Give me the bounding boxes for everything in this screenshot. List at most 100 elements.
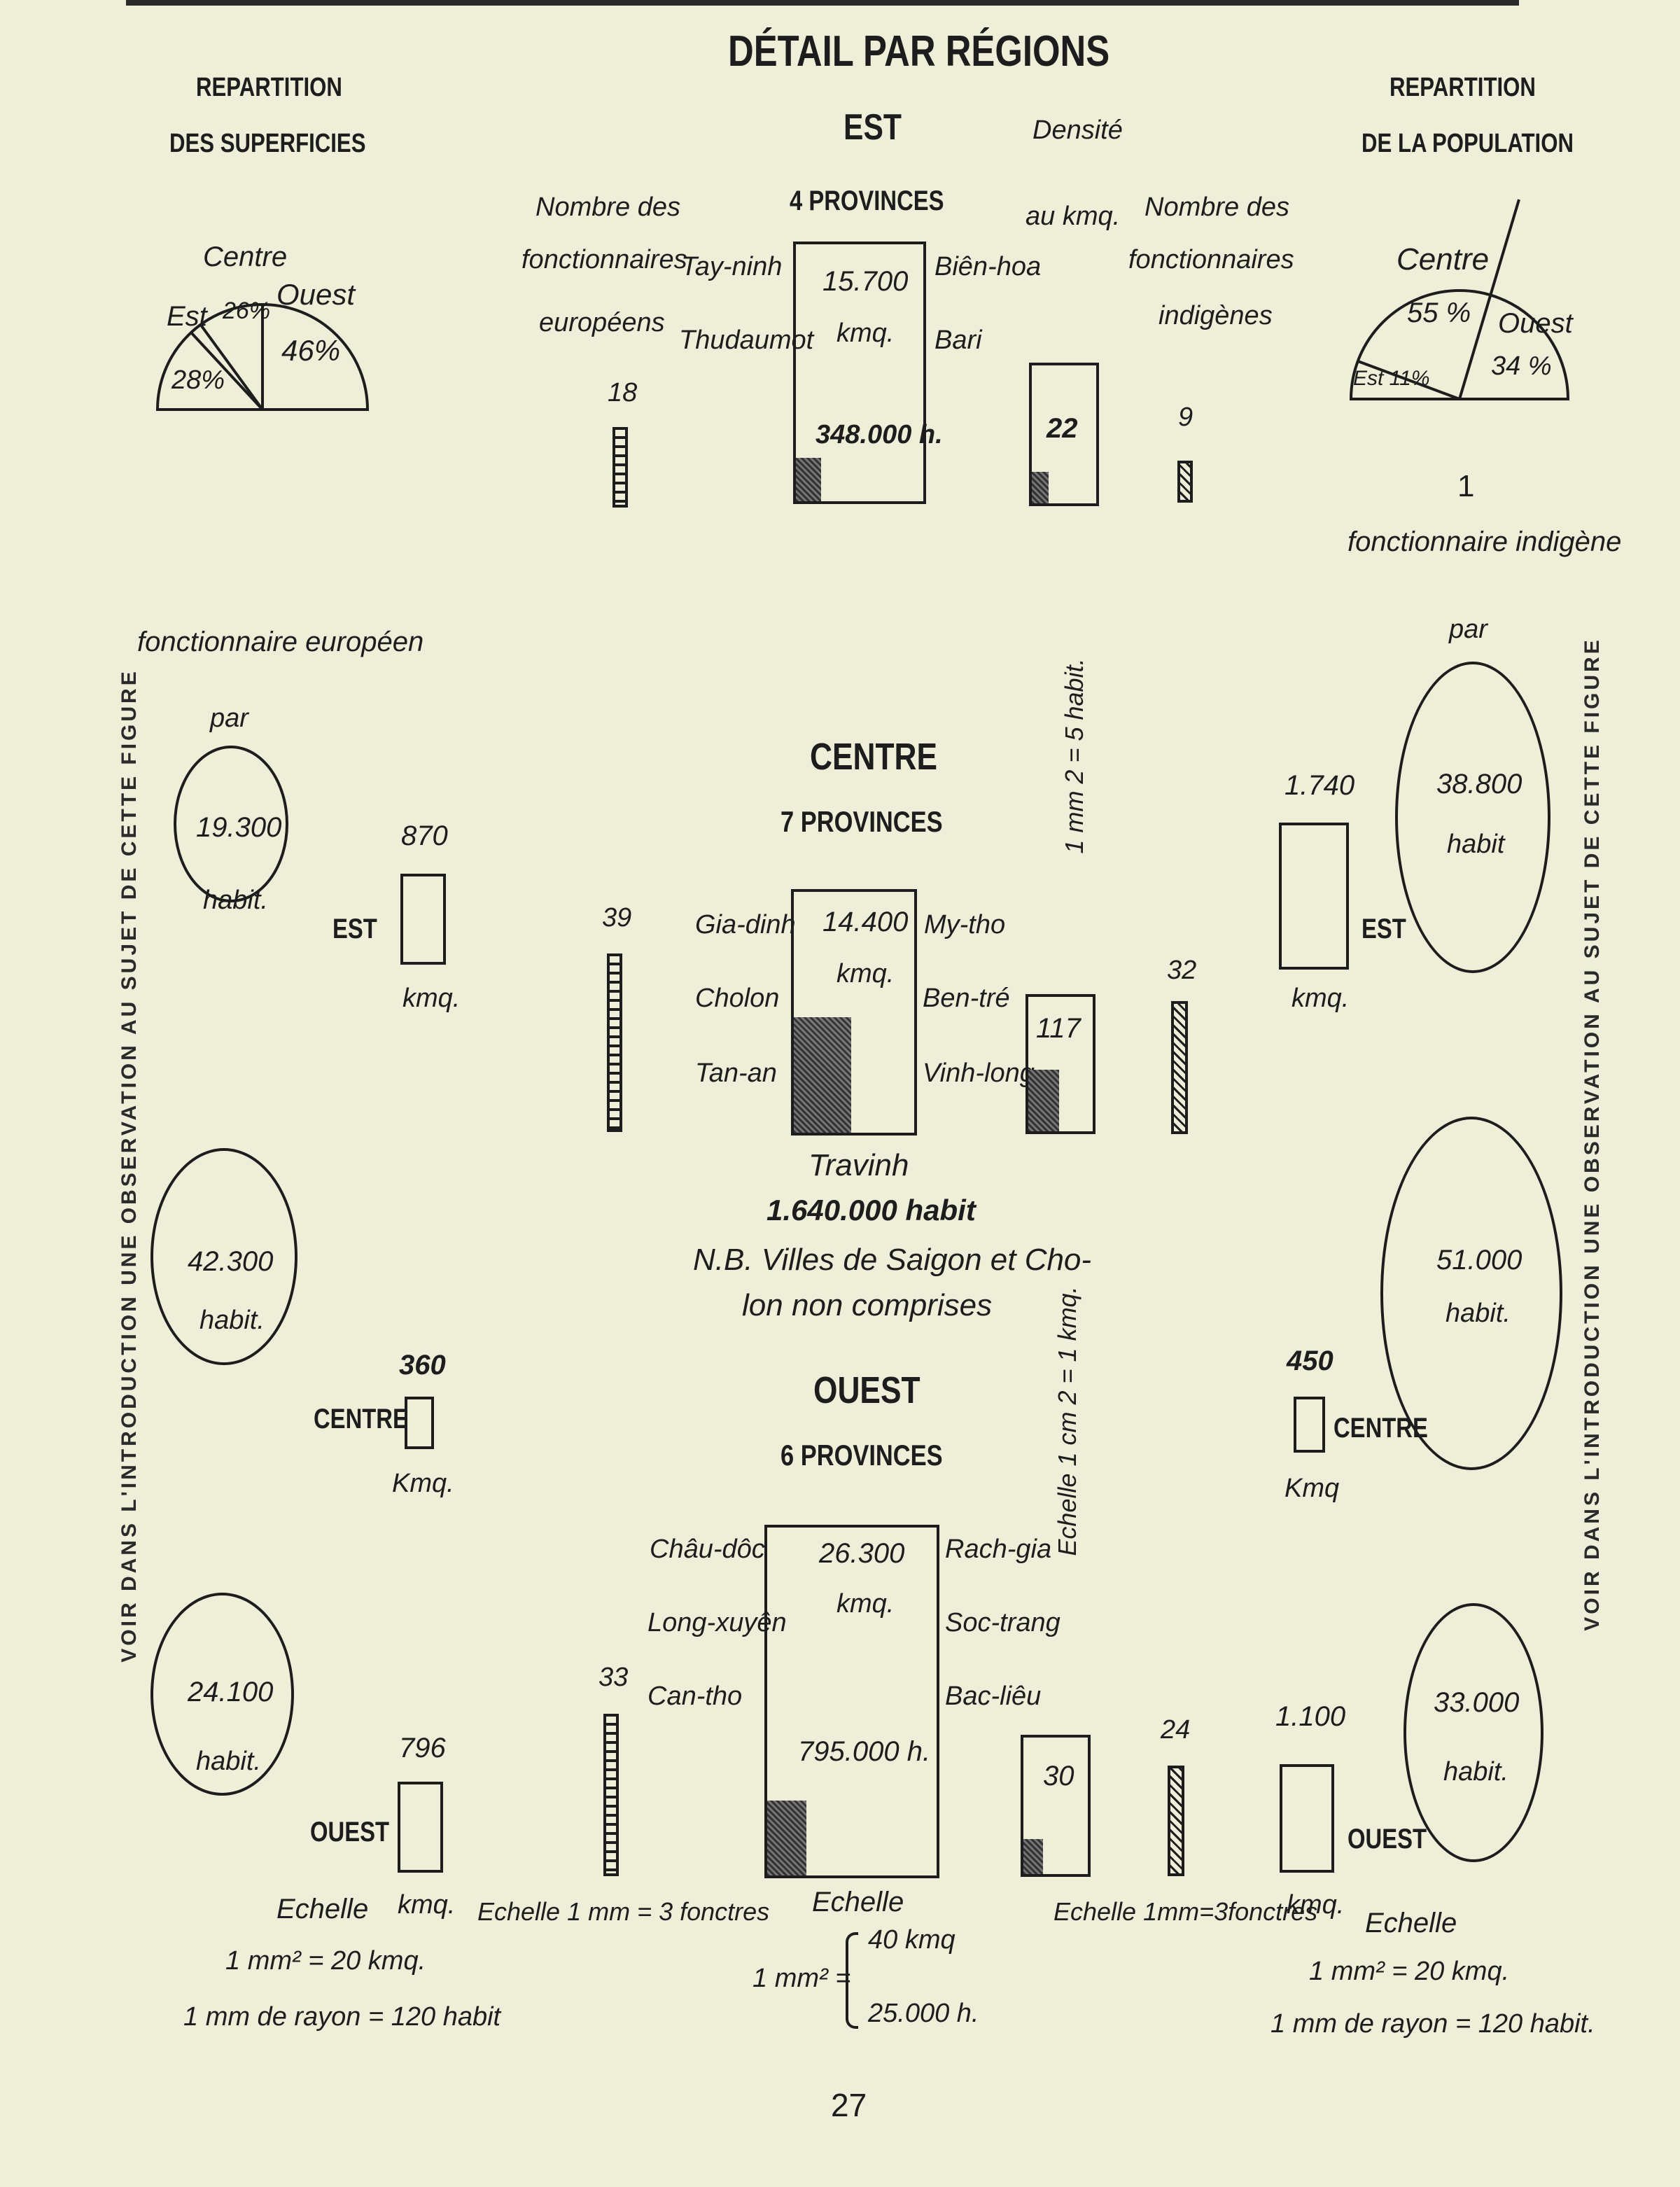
- population-label-ouest: Ouest: [1498, 308, 1574, 339]
- est-europeen-ratio: 19.300: [196, 812, 282, 843]
- population-pie-divider-1: [1357, 360, 1460, 400]
- ouest-provinces: 6 PROVINCES: [780, 1439, 943, 1472]
- population-label-centre-pct: 55 %: [1407, 298, 1471, 328]
- est-europeen-area-unit: kmq.: [402, 984, 461, 1013]
- centre-density-fill: [1028, 1070, 1059, 1131]
- centre-note-1: N.B. Villes de Saigon et Cho-: [693, 1243, 1092, 1277]
- est-area-box: [793, 242, 926, 504]
- est-province-right-2: Bari: [934, 326, 982, 355]
- ouest-europeens-count: 33: [598, 1663, 629, 1692]
- ouest-density-value: 30: [1043, 1761, 1074, 1791]
- superficies-pie-chart: Centre 26% Ouest 46% Est 28%: [155, 242, 370, 411]
- superficies-pie-divider-4: [199, 323, 264, 411]
- ouest-province-right-1: Rach-gia: [945, 1535, 1052, 1564]
- centre-europeen-area-unit: Kmq.: [392, 1469, 454, 1498]
- scale-area-title: Echelle: [812, 1887, 904, 1917]
- centre-population-fill: [794, 1017, 851, 1133]
- header-densite-1: Densité: [1032, 116, 1123, 145]
- est-europeen-circle: [174, 746, 288, 902]
- centre-area-unit: kmq.: [836, 959, 895, 988]
- superficies-label-ouest-pct: 46%: [281, 334, 340, 367]
- right-legend-par: par: [1449, 615, 1488, 644]
- left-legend-par: par: [210, 704, 248, 733]
- population-label-est: Est 11%: [1353, 367, 1430, 390]
- ouest-density-fill: [1023, 1839, 1043, 1874]
- centre-europeen-area: 360: [399, 1350, 446, 1381]
- centre-europeen-area-box: [405, 1397, 434, 1449]
- population-label-ouest-pct: 34 %: [1491, 351, 1552, 381]
- ouest-population-value: 795.000 h.: [798, 1736, 931, 1767]
- superficies-title-1: REPARTITION: [196, 73, 342, 102]
- centre-provinces: 7 PROVINCES: [780, 805, 943, 838]
- ouest-europeen-circle: [150, 1593, 294, 1796]
- page-title: DÉTAIL PAR RÉGIONS: [728, 27, 1110, 76]
- header-europeens-1: Nombre des: [536, 193, 680, 222]
- est-europeens-count: 18: [608, 378, 638, 407]
- est-density-fill: [1032, 472, 1049, 503]
- ouest-density-box: [1021, 1735, 1091, 1877]
- ouest-province-right-2: Soc-trang: [945, 1608, 1060, 1637]
- centre-province-right-3: Vinh-long: [923, 1058, 1035, 1088]
- ouest-europeen-ratio-unit: habit.: [196, 1747, 261, 1776]
- est-indigene-ratio: 38.800: [1436, 769, 1522, 799]
- header-europeens-2: fonctionnaires: [522, 245, 687, 274]
- ouest-europeen-area: 796: [399, 1733, 446, 1763]
- superficies-label-centre-pct: 26%: [222, 298, 270, 324]
- scale-area-lhs: 1 mm² =: [752, 1964, 851, 1993]
- header-indigenes-3: indigènes: [1158, 301, 1273, 330]
- ouest-indigene-area-box: [1280, 1764, 1334, 1873]
- centre-province-right-2: Ben-tré: [923, 984, 1010, 1013]
- ouest-indigenes-count: 24: [1161, 1715, 1191, 1745]
- centre-province-left-1: Gia-dinh: [695, 910, 796, 939]
- est-density-box: [1029, 363, 1099, 506]
- ouest-indigene-circle: [1404, 1603, 1544, 1862]
- left-legend-line1: fonctionnaire européen: [137, 627, 424, 657]
- centre-bottom-province: Travinh: [808, 1148, 909, 1182]
- ouest-indigene-label: OUEST: [1348, 1824, 1427, 1854]
- left-legend-scale-2: 1 mm de rayon = 120 habit: [183, 2002, 501, 2032]
- ouest-area-unit: kmq.: [836, 1589, 895, 1619]
- ouest-indigenes-stack: [1168, 1766, 1184, 1876]
- est-provinces: 4 PROVINCES: [790, 186, 944, 216]
- header-densite-2: au kmq.: [1026, 202, 1121, 231]
- centre-region-name: CENTRE: [810, 736, 938, 778]
- est-europeen-label: EST: [332, 914, 377, 944]
- centre-province-right-1: My-tho: [924, 910, 1006, 939]
- est-province-left-1: Tay-ninh: [681, 252, 783, 281]
- est-indigenes-count: 9: [1178, 403, 1194, 432]
- centre-indigene-ratio-unit: habit.: [1446, 1299, 1511, 1328]
- centre-population-value: 1.640.000 habit: [766, 1194, 976, 1227]
- centre-indigene-circle: [1380, 1117, 1562, 1470]
- est-area-value: 15.700: [822, 266, 909, 297]
- superficies-label-ouest: Ouest: [276, 278, 356, 311]
- est-indigene-area-unit: kmq.: [1292, 984, 1350, 1013]
- est-area-unit: kmq.: [836, 319, 895, 348]
- centre-area-value: 14.400: [822, 907, 909, 937]
- population-label-centre: Centre: [1396, 242, 1489, 277]
- ouest-province-left-2: Long-xuyên: [648, 1608, 787, 1637]
- header-indigenes-1: Nombre des: [1144, 193, 1289, 222]
- right-vertical-note: VOIR DANS L'INTRODUCTION UNE OBSERVATION…: [1581, 637, 1604, 1631]
- ouest-area-value: 26.300: [819, 1538, 905, 1569]
- right-legend-scale-2: 1 mm de rayon = 120 habit.: [1270, 2009, 1595, 2039]
- population-pie-chart: Centre 55 % Ouest 34 % Est 11%: [1349, 199, 1574, 400]
- centre-indigenes-count: 32: [1167, 956, 1197, 985]
- right-legend-line1: fonctionnaire indigène: [1348, 526, 1622, 557]
- est-indigene-area: 1.740: [1284, 770, 1355, 801]
- centre-indigene-area-unit: Kmq: [1284, 1474, 1340, 1503]
- centre-province-left-2: Cholon: [695, 984, 780, 1013]
- centre-density-value: 117: [1036, 1013, 1081, 1044]
- center-vertical-scale-2: Echelle 1 cm 2 = 1 kmq.: [1053, 1286, 1082, 1556]
- ouest-indigene-area: 1.100: [1275, 1701, 1346, 1732]
- scale-area-rhs-1: 40 kmq: [868, 1925, 955, 1955]
- superficies-pie-divider-1: [190, 331, 264, 411]
- centre-indigene-area: 450: [1287, 1346, 1334, 1376]
- center-vertical-scale-1: 1 mm 2 = 5 habit.: [1060, 658, 1088, 854]
- ouest-europeen-area-unit: kmq.: [398, 1890, 456, 1920]
- ouest-europeen-label: OUEST: [310, 1817, 389, 1847]
- superficies-label-centre: Centre: [203, 242, 287, 272]
- ouest-population-fill: [767, 1801, 806, 1875]
- est-europeens-stack: [612, 427, 628, 508]
- superficies-label-est-pct: 28%: [171, 365, 225, 395]
- scale-area-rhs-2: 25.000 h.: [868, 1999, 979, 2028]
